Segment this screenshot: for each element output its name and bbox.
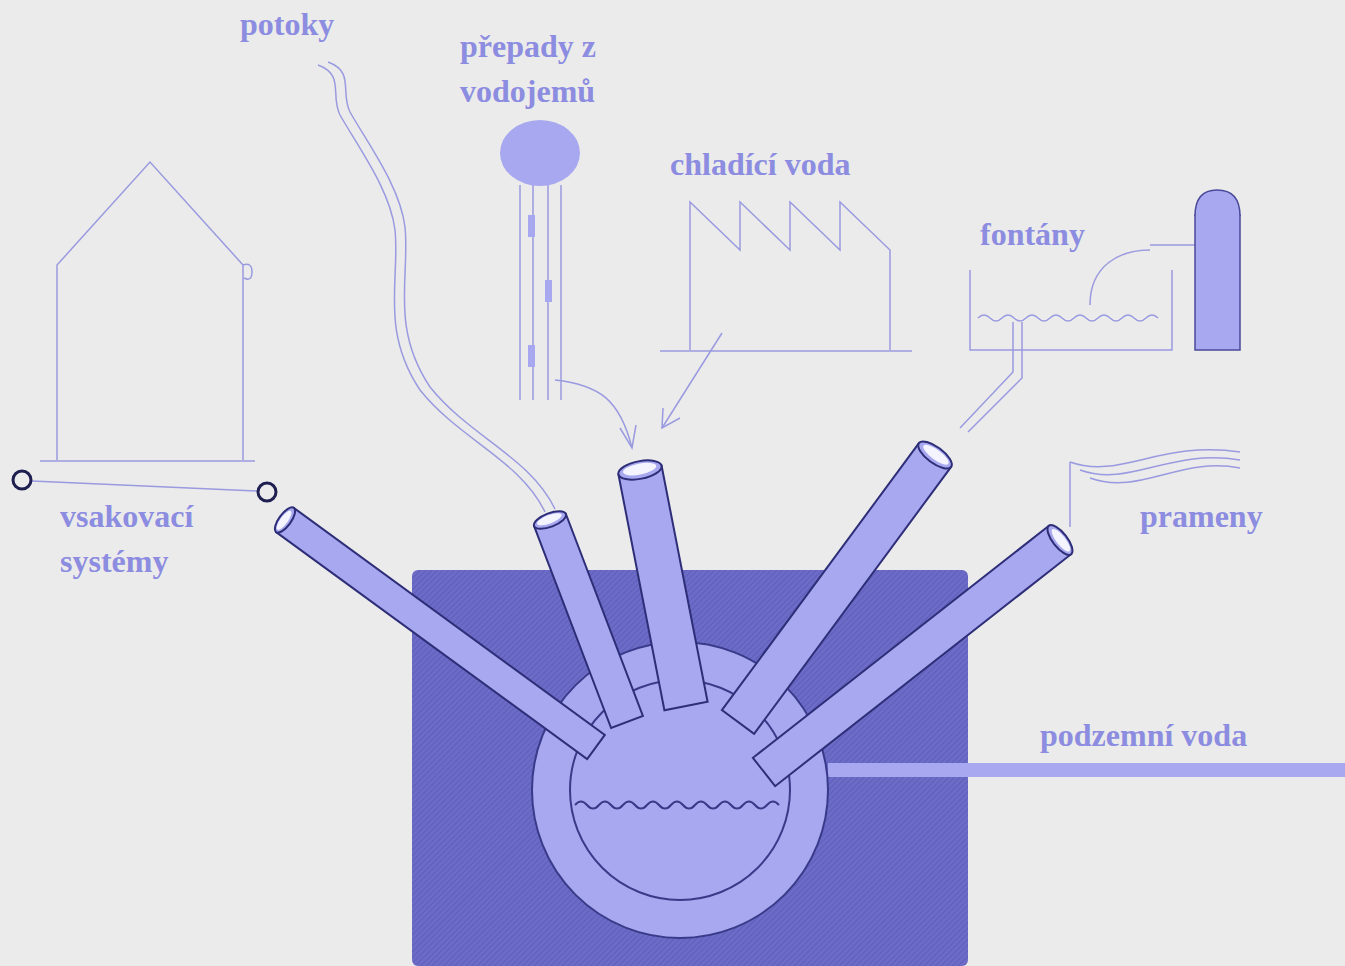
tower-band (528, 215, 535, 237)
source-label: podzemní voda (1040, 713, 1247, 758)
pipe (753, 526, 1071, 786)
spring-line (1090, 466, 1240, 483)
infiltration-pipe (32, 481, 258, 491)
filled-parts (13, 120, 1345, 966)
water-tank (500, 120, 580, 186)
fountain-tank (1195, 215, 1240, 350)
pipe-opening-light (622, 460, 657, 477)
source-label: chladící voda (670, 142, 850, 187)
pipe-opening (617, 457, 664, 483)
pipe (722, 443, 951, 734)
fountain-drain (968, 322, 1022, 432)
fountain-pipe (1150, 244, 1195, 246)
source-label: přepady z vodojemů (460, 24, 640, 114)
fountain-water (978, 315, 1158, 321)
pipe-opening-light (274, 509, 294, 532)
fountain-drain (960, 322, 1013, 428)
pipe-opening (1043, 521, 1077, 558)
pipe-opening (532, 508, 569, 533)
source-label: fontány (980, 212, 1085, 257)
house-gutter (243, 264, 252, 279)
pipe (534, 514, 643, 728)
pipe-opening (914, 437, 956, 474)
pipe-opening (271, 504, 298, 535)
source-sketches (32, 62, 1240, 527)
groundwater-pipe (828, 763, 1345, 777)
house-ground (40, 460, 255, 462)
pipe-opening-light (921, 442, 952, 468)
arrow-head (620, 425, 636, 448)
pipe (618, 466, 707, 710)
spring-line (1069, 462, 1071, 527)
inlet-pipes (271, 437, 1076, 786)
tower-band (528, 345, 535, 367)
arrow-head (662, 408, 680, 428)
fountain-basin (970, 270, 1172, 350)
fountain-tank-top (1195, 190, 1240, 216)
water-level (575, 802, 779, 809)
source-label: vsakovací systémy (60, 494, 235, 584)
overflow-arrow (555, 380, 632, 448)
tower-band (545, 280, 552, 302)
source-label: potoky (240, 2, 334, 47)
fountain-jet (1090, 250, 1150, 305)
factory-ground (660, 350, 912, 352)
drain-ring (13, 471, 31, 489)
drain-ring (258, 483, 276, 501)
pipe-opening-light (1049, 527, 1073, 554)
factory-outline (690, 202, 890, 350)
house-outline (57, 162, 243, 460)
tower-leg (519, 185, 521, 400)
cooling-arrow (662, 333, 722, 428)
source-label: prameny (1140, 494, 1263, 539)
pipe-opening-light (536, 511, 563, 528)
tower-leg (560, 185, 562, 400)
